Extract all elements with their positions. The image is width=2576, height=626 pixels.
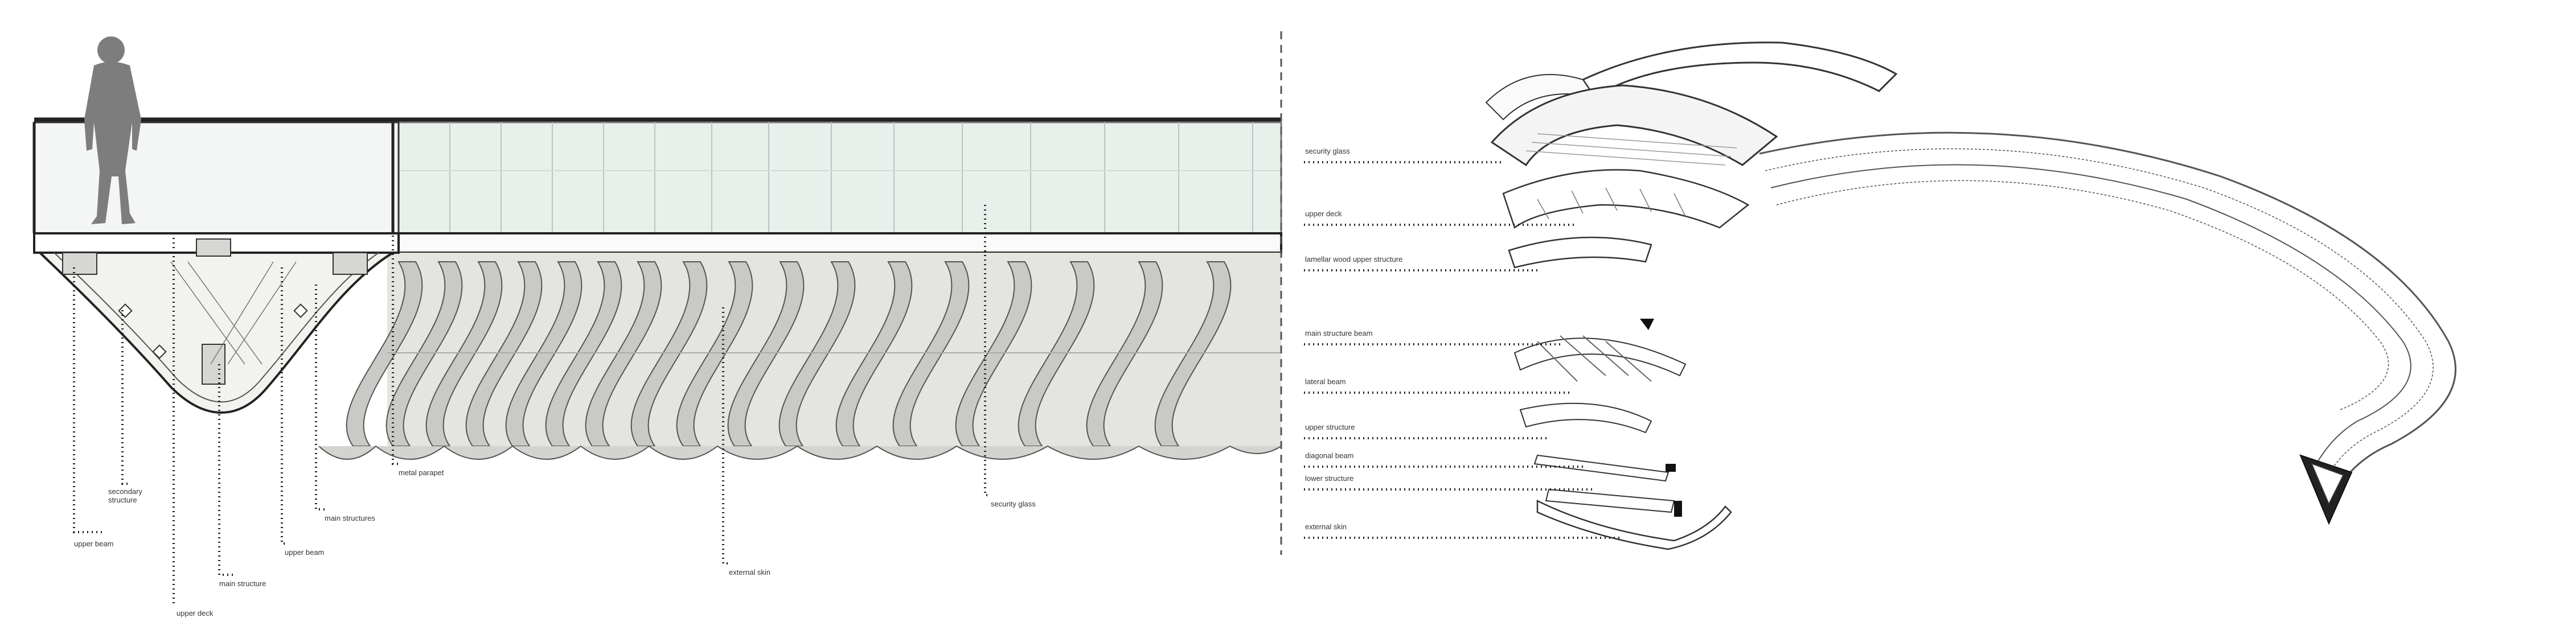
callout-external-skin-right: external skin — [1305, 522, 1347, 531]
right-leader-lines — [1304, 161, 1623, 539]
cross-section-cut — [32, 121, 400, 414]
main-structure-beam — [1508, 236, 1652, 269]
section-glass — [33, 121, 400, 234]
lateral-beam — [1513, 337, 1687, 377]
exploded-axonometric-drawing — [1304, 42, 2456, 550]
upper-structure — [1519, 402, 1652, 434]
callout-lower-structure: lower structure — [1305, 474, 1353, 483]
callout-upper-beam-2: upper beam — [285, 548, 324, 557]
upper-beam-block-left — [62, 252, 97, 275]
callout-diagonal-beam: diagonal beam — [1305, 451, 1353, 460]
assembled-ring — [1759, 131, 2456, 496]
callout-security-glass-left: security glass — [991, 500, 1036, 508]
section-hull-outline — [36, 252, 397, 414]
left-leader-lines — [73, 131, 991, 604]
glass-balustrade-elevation — [397, 121, 1282, 234]
lower-structure — [1545, 488, 1675, 513]
external-skin-lower-scallops — [318, 445, 1282, 460]
callout-metal-parapet: metal parapet — [399, 468, 444, 477]
person-silhouette — [84, 36, 141, 224]
callout-upper-beam-1: upper beam — [74, 539, 113, 548]
external-skin-curve — [1536, 499, 1732, 550]
callout-main-structures: main structures — [325, 514, 375, 522]
callout-security-glass-right: security glass — [1305, 147, 1350, 155]
callout-external-skin-left: external skin — [729, 568, 770, 576]
diagonal-beam — [1533, 454, 1670, 482]
lamellar-wood-upper-structure — [1502, 169, 1750, 229]
upper-deck-ring — [1490, 84, 1778, 167]
callout-main-structure-beam: main structure beam — [1305, 329, 1373, 337]
section-elevation-drawing — [32, 31, 1282, 604]
callout-laminated-wood-upper-structure: lamellar wood upper structure — [1305, 255, 1402, 263]
upper-deck-slab-elevation — [397, 232, 1282, 254]
twisted-lamellae — [346, 261, 1232, 447]
security-glass-ring — [1581, 42, 1898, 98]
callout-upper-deck-right: upper deck — [1305, 209, 1342, 218]
callout-upper-deck-left: upper deck — [177, 609, 214, 617]
upper-beam-block-right — [333, 252, 368, 275]
callout-main-structure: main structure — [219, 579, 266, 588]
glass-panel-joints — [399, 122, 1281, 233]
main-structure-block — [202, 344, 225, 385]
upper-beam-block-mid — [196, 238, 231, 257]
callout-upper-structure: upper structure — [1305, 423, 1355, 431]
callout-lateral-beam: lateral beam — [1305, 377, 1346, 386]
